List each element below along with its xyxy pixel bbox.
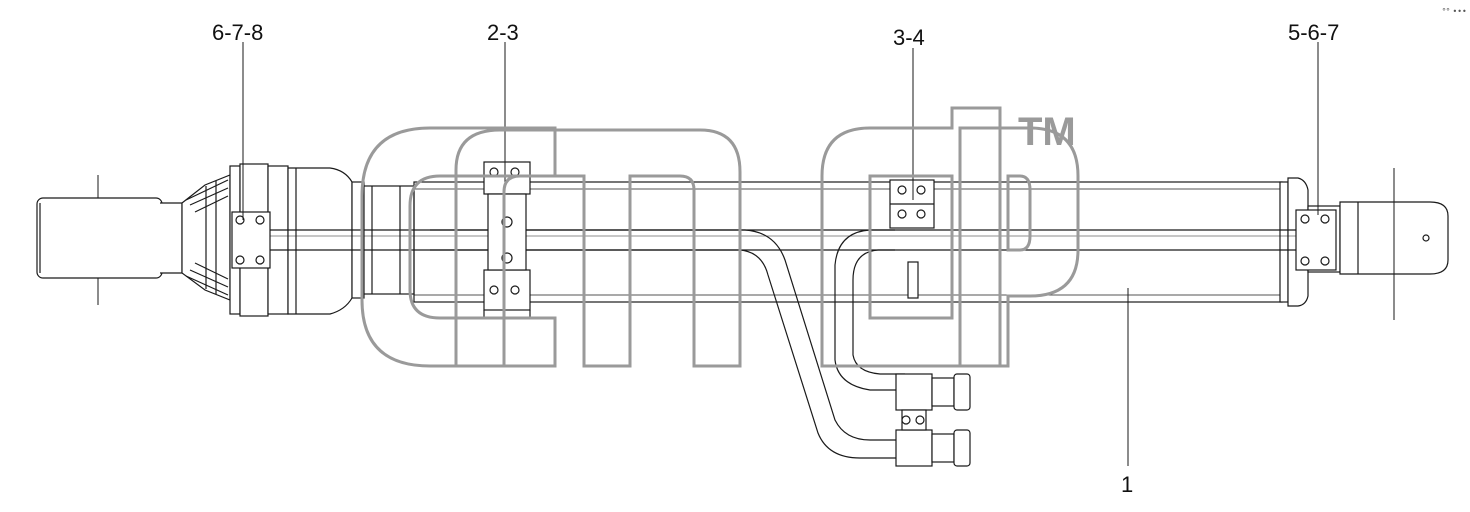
callout-3-4: 3-4 [893, 25, 925, 50]
watermark-tm: TM [1018, 110, 1076, 154]
callout-1: 1 [1121, 472, 1133, 497]
bent-pipe-outer [430, 229, 905, 459]
watermark-logo [360, 106, 1080, 368]
clamp-2-3 [483, 161, 531, 319]
long-pipe [270, 229, 1296, 251]
drawing-lines [36, 42, 1449, 467]
clamp-3-4 [889, 179, 935, 299]
callout-5-6-7: 5-6-7 [1288, 20, 1339, 45]
cylinder-barrel [413, 181, 1283, 303]
port-fittings [895, 373, 971, 467]
right-flange-clamp [1295, 209, 1337, 271]
corner-mark: °° ••• [1442, 7, 1467, 16]
callout-2-3: 2-3 [487, 20, 519, 45]
callout-6-7-8: 6-7-8 [212, 20, 263, 45]
left-rod-end [36, 163, 415, 317]
bent-pipe-inner [834, 229, 905, 391]
left-flange-clamp [231, 211, 271, 269]
